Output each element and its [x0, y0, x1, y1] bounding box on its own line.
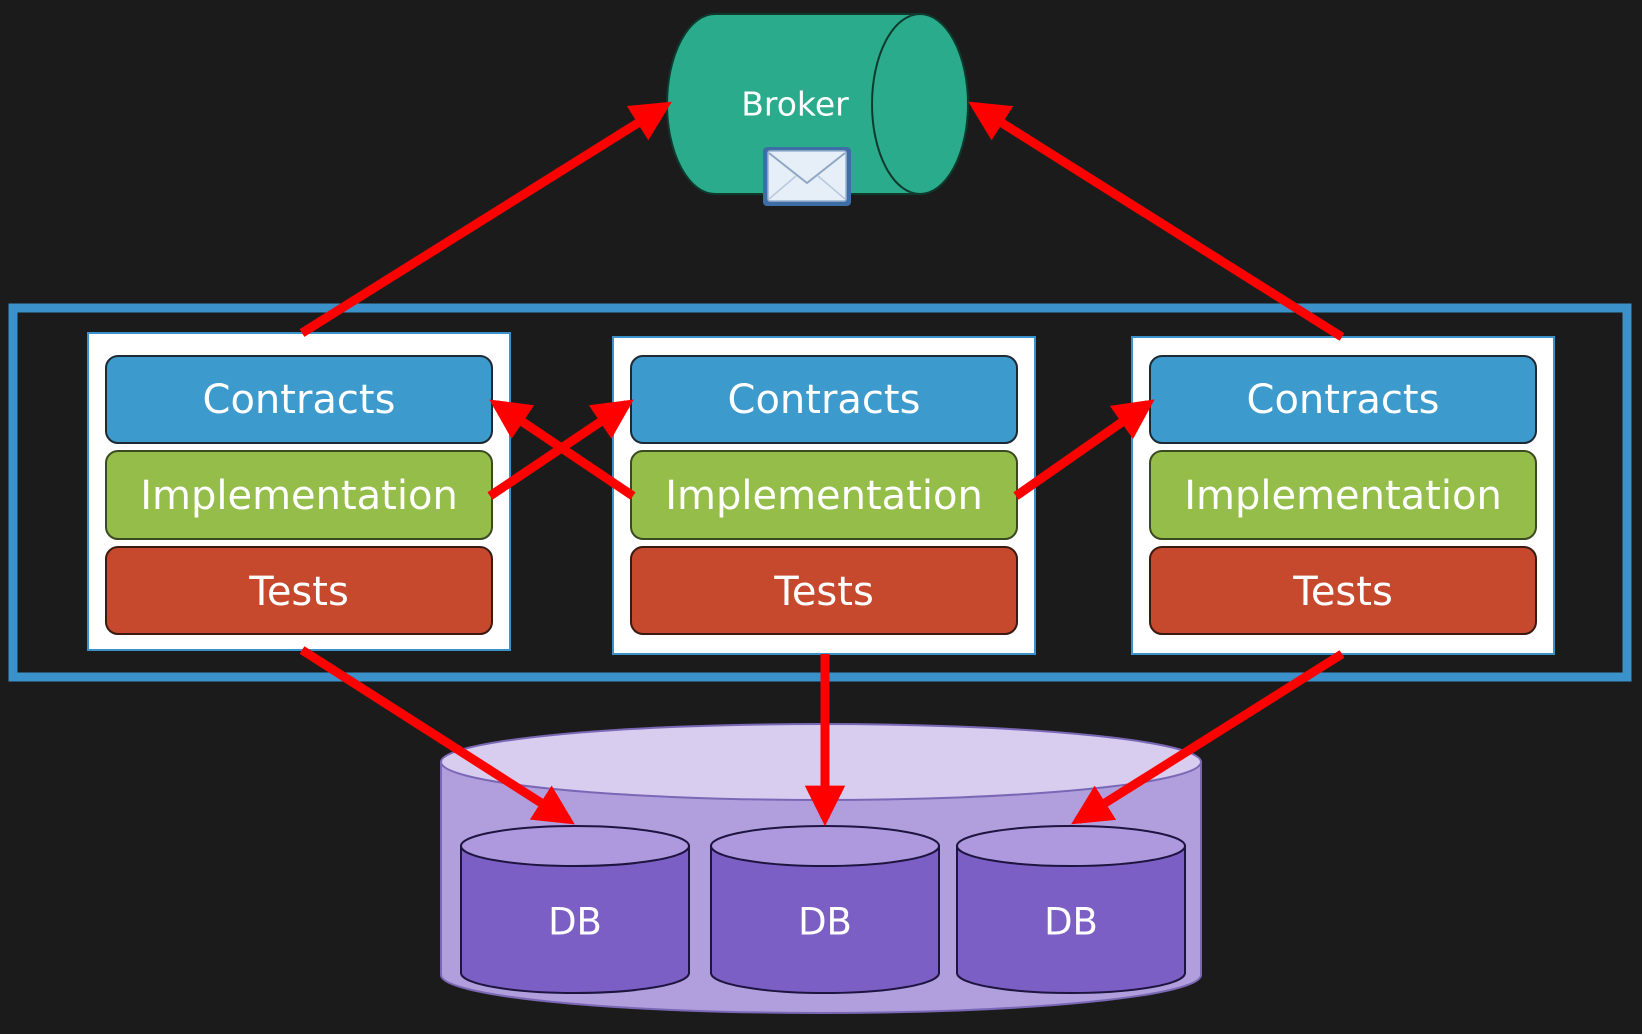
- broker-label: Broker: [741, 85, 849, 124]
- implementation-label: Implementation: [1184, 473, 1502, 519]
- services-container: [8, 303, 1632, 682]
- arrow-service1-to-broker: [299, 101, 672, 337]
- implementation-label: Implementation: [665, 473, 983, 519]
- database-label: DB: [798, 901, 852, 944]
- service-card-2: Contracts Implementation Tests: [612, 336, 1036, 655]
- contracts-label: Contracts: [1247, 377, 1440, 423]
- tests-layer: [1149, 546, 1537, 635]
- database-1: DB: [460, 825, 690, 994]
- arrow-service1-to-db1: [299, 646, 575, 825]
- tests-label: Tests: [1292, 569, 1393, 615]
- arrow-impl2-to-contracts3: [1013, 399, 1155, 500]
- tests-layer: [630, 546, 1018, 635]
- database-3: DB: [956, 825, 1186, 994]
- contracts-label: Contracts: [203, 377, 396, 423]
- broker: Broker: [666, 13, 969, 206]
- service-card-3: Contracts Implementation Tests: [1131, 336, 1555, 655]
- database-label: DB: [1044, 901, 1098, 944]
- service-card-1: Contracts Implementation Tests: [87, 332, 511, 651]
- arrow-service3-to-db3: [1071, 650, 1345, 825]
- implementation-layer: [1149, 450, 1537, 540]
- database-2: DB: [710, 825, 940, 994]
- arrow-impl2-to-contracts1: [489, 399, 636, 500]
- tests-label: Tests: [773, 569, 874, 615]
- arrows: [299, 101, 1345, 827]
- contracts-label: Contracts: [728, 377, 921, 423]
- implementation-label: Implementation: [140, 473, 458, 519]
- database-label: DB: [548, 901, 602, 944]
- arrow-service3-to-broker: [968, 101, 1345, 341]
- tests-label: Tests: [248, 569, 349, 615]
- tests-layer: [105, 546, 493, 635]
- envelope-icon: [763, 147, 851, 206]
